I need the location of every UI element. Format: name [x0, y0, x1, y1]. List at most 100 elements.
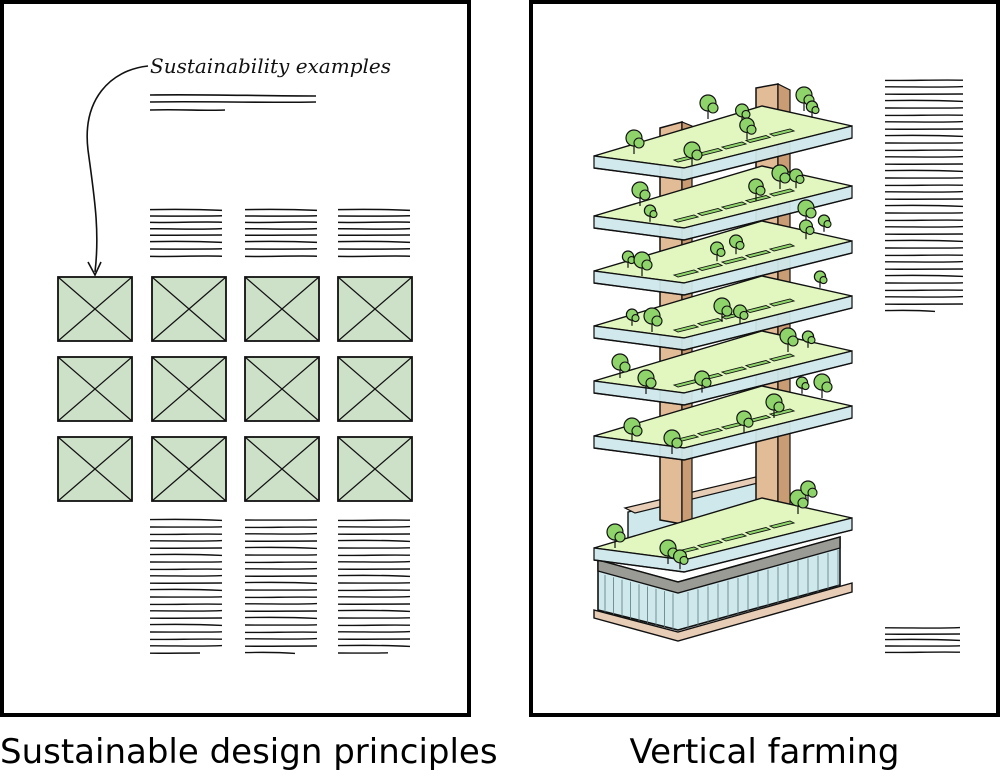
- planter-bed: [768, 188, 796, 197]
- image-placeholder: [337, 436, 413, 502]
- tree: [801, 330, 816, 348]
- building-base: [593, 535, 853, 642]
- planter-bed: [744, 527, 772, 535]
- text-line: [337, 630, 411, 633]
- text-line: [149, 553, 223, 557]
- tree: [798, 219, 815, 240]
- heading-text-lines: [149, 93, 317, 112]
- tree: [813, 270, 828, 288]
- planter-bed: [744, 195, 772, 203]
- planter-bed: [768, 520, 796, 529]
- text-line: [337, 208, 411, 212]
- text-line: [884, 190, 964, 193]
- text-line: [244, 616, 318, 620]
- planter-bed: [720, 256, 748, 265]
- tree: [663, 429, 683, 454]
- text-line: [884, 169, 964, 173]
- image-placeholder: [151, 276, 227, 342]
- vertical-farm-building: [593, 83, 853, 642]
- text-line: [337, 240, 411, 244]
- text-line: [884, 638, 961, 642]
- planter-bed: [768, 243, 796, 252]
- text-line: [884, 295, 964, 298]
- image-placeholder: [337, 276, 413, 342]
- tree: [739, 117, 757, 140]
- tree: [728, 234, 745, 255]
- tree: [779, 327, 799, 352]
- text-line: [884, 155, 964, 158]
- image-placeholder-grid: [57, 276, 413, 502]
- text-line: [244, 240, 318, 244]
- tree: [625, 129, 645, 154]
- tree: [611, 353, 631, 378]
- text-line: [884, 204, 964, 208]
- tree: [765, 393, 785, 418]
- tree: [771, 164, 791, 189]
- planter-bed: [768, 298, 796, 307]
- tree: [789, 489, 809, 514]
- page-vertical-farming: [529, 0, 1000, 717]
- column-header-lines: [149, 208, 411, 258]
- text-line: [244, 227, 318, 230]
- text-line: [149, 208, 223, 212]
- body-text-lines: [149, 518, 411, 655]
- image-placeholder: [57, 276, 133, 342]
- image-placeholder: [57, 356, 133, 422]
- floor-slab: [593, 385, 853, 461]
- tree: [672, 549, 689, 570]
- right-text-lines-bottom: [884, 626, 961, 654]
- text-line: [337, 644, 411, 648]
- text-line: [884, 120, 964, 123]
- text-line: [884, 309, 936, 313]
- tree: [813, 373, 833, 398]
- tree: [736, 410, 754, 433]
- text-line: [337, 595, 411, 598]
- tree: [625, 308, 640, 326]
- text-line: [244, 546, 318, 550]
- text-line: [884, 85, 964, 88]
- text-line: [884, 260, 964, 263]
- text-line: [337, 574, 411, 578]
- text-line: [884, 225, 964, 228]
- text-line: [244, 208, 318, 212]
- floor-slab: [593, 497, 853, 573]
- text-line: [337, 525, 411, 528]
- text-line: [884, 274, 964, 278]
- text-line: [884, 239, 964, 243]
- tree: [732, 304, 749, 325]
- planter-bed: [672, 269, 700, 278]
- text-line: [244, 581, 318, 585]
- annotation-arrow: [86, 65, 149, 273]
- annotation-label: Sustainability examples: [150, 54, 391, 78]
- tree: [606, 523, 626, 548]
- planter-bed: [744, 135, 772, 143]
- tree: [797, 199, 817, 224]
- planter-bed: [696, 208, 724, 216]
- text-line: [149, 518, 223, 522]
- image-placeholder: [337, 356, 413, 422]
- planter-bed: [744, 360, 772, 368]
- planter-bed: [768, 408, 796, 417]
- planter-bed: [720, 201, 748, 210]
- tree: [631, 181, 651, 206]
- image-placeholder: [244, 356, 320, 422]
- tree: [805, 100, 820, 118]
- text-line: [244, 637, 318, 640]
- text-line: [149, 623, 223, 627]
- text-line: [337, 609, 411, 613]
- tree: [817, 214, 832, 232]
- text-line: [149, 644, 223, 647]
- tree: [643, 307, 663, 332]
- text-line: [149, 539, 223, 542]
- text-line: [244, 532, 318, 535]
- image-placeholder: [244, 436, 320, 502]
- floor-slab: [593, 105, 853, 181]
- tree: [633, 251, 653, 276]
- text-line: [149, 609, 223, 612]
- tree: [694, 370, 712, 393]
- text-line: [149, 574, 223, 577]
- tree: [748, 178, 766, 201]
- planter-bed: [744, 305, 772, 313]
- text-line: [244, 567, 318, 570]
